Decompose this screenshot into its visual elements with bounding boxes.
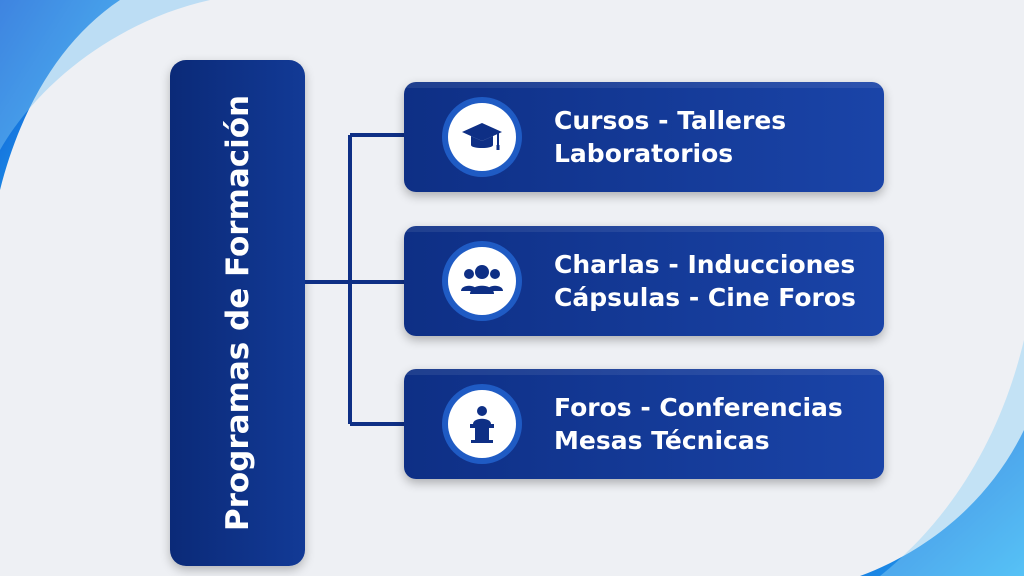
card-text: Foros - Conferencias Mesas Técnicas [554,391,843,457]
program-card-forums: Foros - Conferencias Mesas Técnicas [404,369,884,479]
speaker-podium-icon [470,406,494,443]
card-line-1: Charlas - Inducciones [554,250,856,279]
card-text: Cursos - Talleres Laboratorios [554,104,786,170]
group-icon [461,265,503,294]
main-category-box: Programas de Formación [170,60,305,566]
card-line-2: Cápsulas - Cine Foros [554,283,856,312]
icon-badge [442,384,522,464]
card-line-2: Laboratorios [554,139,734,168]
card-line-1: Foros - Conferencias [554,393,843,422]
program-card-talks: Charlas - Inducciones Cápsulas - Cine Fo… [404,226,884,336]
program-card-courses: Cursos - Talleres Laboratorios [404,82,884,192]
graduation-cap-icon [462,123,502,150]
icon-badge [442,241,522,321]
card-line-1: Cursos - Talleres [554,106,787,135]
card-line-2: Mesas Técnicas [554,426,770,455]
card-text: Charlas - Inducciones Cápsulas - Cine Fo… [554,248,856,314]
icon-badge [442,97,522,177]
main-title: Programas de Formación [219,94,256,532]
